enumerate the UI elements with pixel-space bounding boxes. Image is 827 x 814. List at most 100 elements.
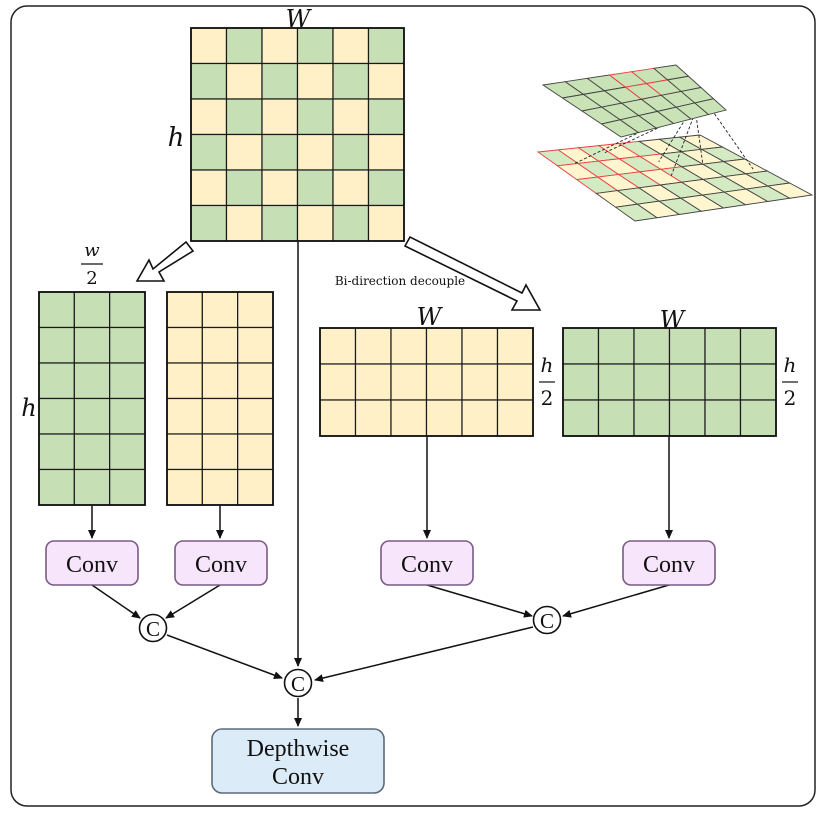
decouple-3d-illustration (536, 64, 814, 222)
checker-cell (296, 98, 334, 136)
green-cell (109, 291, 146, 329)
depthwise-label-line1: Depthwise (247, 736, 350, 762)
cream-cell (201, 468, 239, 506)
green-cell (739, 399, 777, 437)
cream-cell (390, 363, 428, 401)
cream-cell (201, 362, 239, 400)
cream-cell (319, 363, 357, 401)
checker-cell (225, 204, 263, 242)
split-arrow-right (403, 235, 542, 311)
checker-cell (296, 133, 334, 171)
conv-label-1: Conv (66, 552, 118, 578)
checker-cell (332, 98, 370, 136)
arrow-c1-to-c3 (166, 634, 283, 679)
green-cell (73, 362, 111, 400)
arrow-conv4-to-c2 (562, 584, 670, 618)
checker-cell (332, 133, 370, 171)
conv-label-3: Conv (401, 552, 453, 578)
left-height-label: h (21, 394, 36, 422)
checker-cell (225, 169, 263, 207)
concat-node-2: C (532, 605, 562, 635)
checker-cell (190, 169, 228, 207)
concat-node-3: C (283, 668, 313, 698)
green-cell (73, 326, 111, 364)
green-cell (704, 327, 742, 365)
checker-cell (225, 27, 263, 65)
green-cell (633, 363, 671, 401)
arrow-c2-to-c3 (314, 626, 534, 682)
cream-cell (166, 468, 203, 506)
green-cell (633, 399, 671, 437)
checker-cell (332, 169, 370, 207)
cream-cell (201, 433, 239, 471)
cream-cell (201, 326, 239, 364)
green-cell (597, 327, 635, 365)
concat-label-3: C (291, 672, 305, 696)
cream-cell (201, 397, 239, 435)
concat-label-2: C (540, 609, 554, 633)
green-cell (668, 327, 706, 365)
green-cell (109, 433, 146, 471)
cream-cell (166, 362, 203, 400)
checker-cell (296, 204, 334, 242)
arrow-conv2-to-c1 (165, 584, 221, 619)
cream-cell (425, 399, 463, 437)
green-cell (562, 399, 600, 437)
checker-cell (261, 169, 299, 207)
arrow-conv1-to-c1 (91, 584, 141, 619)
checker-cell (261, 62, 299, 100)
checker-cell (190, 133, 228, 171)
green-cell (704, 363, 742, 401)
grid-left-green (38, 291, 146, 506)
cream-cell (166, 397, 203, 435)
checker-cell (225, 133, 263, 171)
cream-cell (319, 327, 357, 365)
cream-cell (461, 327, 499, 365)
cream-cell (237, 433, 274, 471)
checker-cell (225, 98, 263, 136)
cream-cell (354, 363, 392, 401)
cream-cell (425, 363, 463, 401)
cream-cell (461, 399, 499, 437)
half-width-numerator: w (84, 240, 100, 261)
cream-cell (166, 291, 203, 329)
half-width-denominator: 2 (86, 268, 97, 289)
checker-cell (261, 133, 299, 171)
cream-cell (319, 399, 357, 437)
checker-cell (190, 204, 228, 242)
green-cell (597, 399, 635, 437)
cream-cell (496, 327, 534, 365)
checker-cell (190, 27, 228, 65)
checker-cell-border (190, 27, 405, 242)
cream-cell (201, 291, 239, 329)
green-cell (109, 362, 146, 400)
checker-cell (367, 27, 405, 65)
decouple-label: Bi-direction decouple (335, 274, 465, 288)
green-cell (38, 362, 75, 400)
depthwise-conv-block: Depthwise Conv (211, 728, 385, 794)
conv-block-2: Conv (174, 540, 268, 586)
flow-arrows (88, 242, 673, 727)
green-cell (38, 433, 75, 471)
checker-cell (367, 98, 405, 136)
green-cell (109, 397, 146, 435)
green-cell (668, 399, 706, 437)
arrow-conv3-to-c2 (426, 584, 533, 618)
depthwise-label-line2: Conv (272, 764, 324, 790)
grid-left-cream (166, 291, 274, 506)
top-width-label: W (286, 5, 313, 33)
split-arrow-left (135, 240, 195, 282)
checker-cell (296, 27, 334, 65)
right-width-label-a: W (417, 303, 444, 331)
green-cell (739, 327, 777, 365)
conv-block-3: Conv (380, 540, 474, 586)
checker-cell (332, 204, 370, 242)
top-height-label: h (168, 123, 185, 153)
green-cell (73, 433, 111, 471)
cream-cell (237, 397, 274, 435)
cream-cell (237, 326, 274, 364)
green-cell (38, 326, 75, 364)
checker-cell (261, 27, 299, 65)
inset-connector (670, 116, 694, 176)
green-cell (73, 468, 111, 506)
